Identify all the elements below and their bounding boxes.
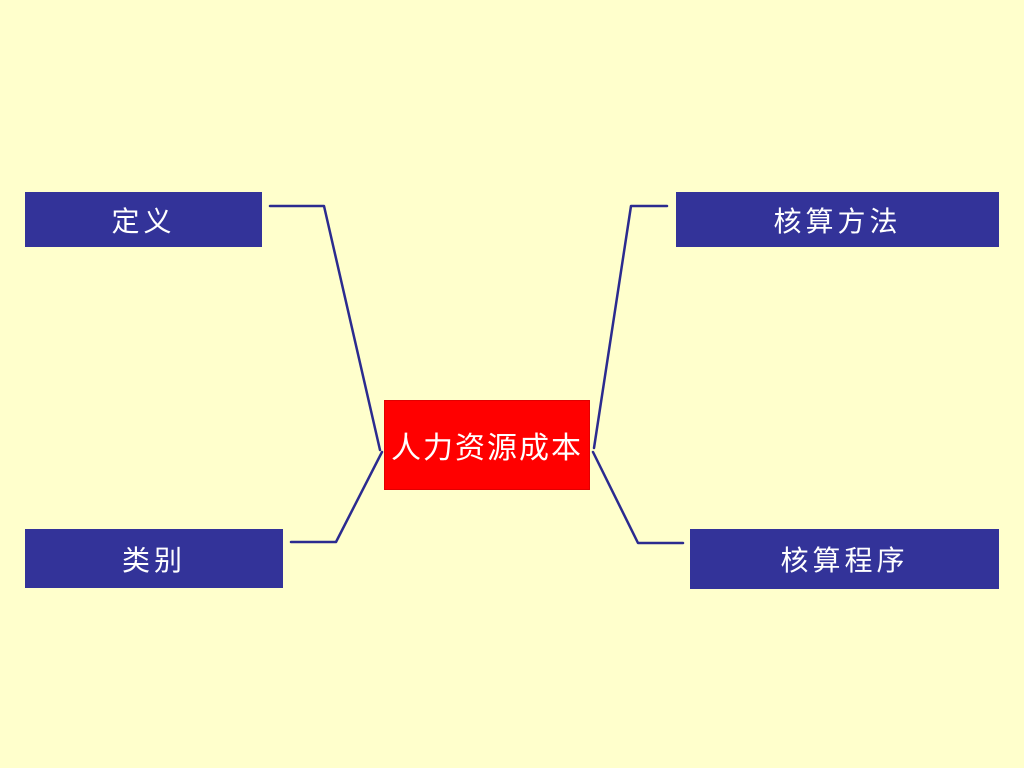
- node-accounting-method[interactable]: 核算方法: [676, 192, 999, 247]
- connector-definition: [268, 204, 382, 452]
- node-accounting-procedure[interactable]: 核算程序: [690, 529, 999, 589]
- connector-categories: [289, 450, 384, 544]
- node-definition-label: 定义: [111, 204, 176, 238]
- center-node[interactable]: 人力资源成本: [384, 400, 590, 490]
- node-categories[interactable]: 类别: [25, 529, 283, 588]
- node-definition[interactable]: 定义: [25, 192, 262, 247]
- connector-accounting-method: [592, 204, 669, 450]
- connector-accounting-procedure: [591, 450, 685, 545]
- center-node-label: 人力资源成本: [391, 431, 583, 466]
- node-categories-label: 类别: [121, 543, 186, 577]
- node-accounting-method-label: 核算方法: [773, 204, 902, 238]
- node-accounting-procedure-label: 核算程序: [780, 544, 909, 577]
